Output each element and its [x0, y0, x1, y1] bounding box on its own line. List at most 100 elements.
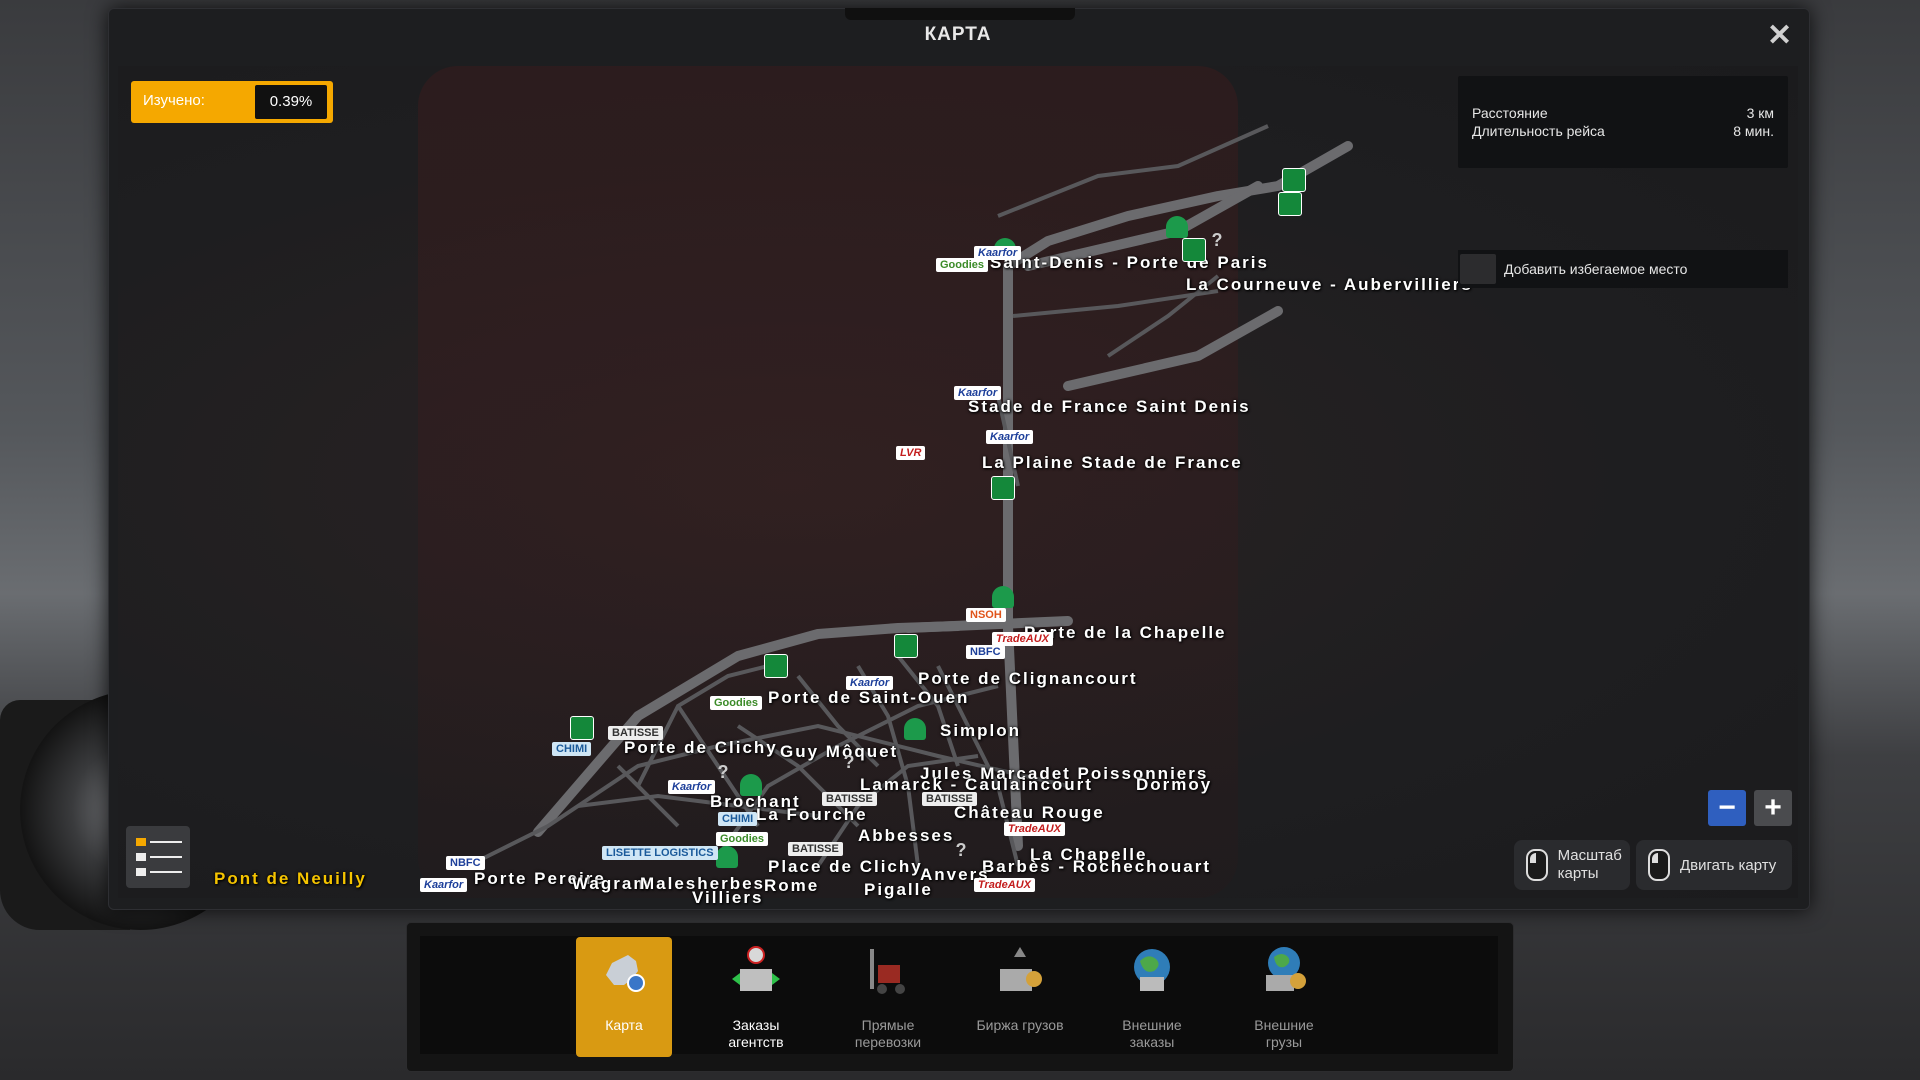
- city-label: Villiers: [692, 888, 764, 907]
- city-label: Brochant: [710, 792, 801, 811]
- city-label: Porte de Saint-Ouen: [768, 688, 970, 707]
- dock-agency-orders-button[interactable]: Заказы агентств: [708, 937, 804, 1057]
- company-logo[interactable]: BATISSE: [922, 792, 977, 806]
- garage-icon[interactable]: [764, 654, 788, 678]
- company-depot-icon[interactable]: [1166, 216, 1188, 238]
- avoid-checkbox[interactable]: [1460, 254, 1496, 284]
- city-label: Lamarck - Caulaincourt: [860, 775, 1093, 794]
- company-logo[interactable]: Kaarfor: [974, 246, 1022, 260]
- city-label: Dormoy: [1136, 775, 1213, 794]
- city-label: Porte Pereire: [474, 869, 606, 888]
- map-view[interactable]: [118, 66, 1798, 898]
- company-logo[interactable]: Kaarfor: [954, 386, 1002, 400]
- zoom-hint-label: Масштаб карты: [1557, 847, 1622, 882]
- unknown-location-icon[interactable]: ?: [717, 762, 729, 782]
- dock-direct-freight-button[interactable]: Прямые перевозки: [840, 937, 936, 1057]
- company-depot-icon[interactable]: [716, 846, 738, 868]
- add-avoid-location-button[interactable]: Добавить избегаемое место: [1458, 250, 1788, 288]
- zoom-out-button[interactable]: −: [1708, 790, 1746, 826]
- company-logo[interactable]: TradeAUX: [992, 632, 1053, 646]
- garage-icon[interactable]: [1282, 168, 1306, 192]
- company-logo[interactable]: NBFC: [966, 645, 1005, 659]
- dock-freight-market-button[interactable]: Биржа грузов: [972, 937, 1068, 1057]
- company-logo[interactable]: NSOH: [966, 608, 1006, 622]
- company-logo[interactable]: CHIMI: [552, 742, 592, 756]
- dock-label: Внешние грузы: [1254, 1017, 1314, 1050]
- city-label: Abbesses: [858, 826, 955, 845]
- company-logo[interactable]: Kaarfor: [420, 878, 468, 892]
- explored-label: Изучено:: [143, 92, 205, 109]
- company-logo[interactable]: LVR: [896, 446, 926, 460]
- mouse-wheel-icon: [1526, 849, 1548, 881]
- company-logo[interactable]: BATISSE: [788, 842, 843, 856]
- city-label: La Plaine Stade de France: [982, 453, 1243, 472]
- dock-label: Заказы агентств: [728, 1017, 784, 1050]
- distance-label: Расстояние: [1472, 105, 1548, 121]
- company-logo[interactable]: LISETTE LOGISTICS: [602, 846, 718, 860]
- company-logo[interactable]: Kaarfor: [846, 676, 894, 690]
- city-label: Simplon: [940, 721, 1022, 740]
- city-label: Château Rouge: [954, 803, 1105, 822]
- city-label: Wagram: [572, 874, 651, 893]
- garage-icon[interactable]: [1182, 238, 1206, 262]
- city-label: Pont de Neuilly: [214, 869, 367, 888]
- garage-icon[interactable]: [894, 634, 918, 658]
- company-depot-icon[interactable]: [904, 718, 926, 740]
- dock-label: Карта: [605, 1017, 643, 1033]
- explored-value: 0.39%: [255, 85, 327, 119]
- explored-badge: Изучено: 0.39%: [131, 81, 333, 123]
- zoom-hint: Масштаб карты: [1514, 840, 1630, 890]
- city-label: Malesherbes: [640, 874, 765, 893]
- company-logo[interactable]: Kaarfor: [668, 780, 716, 794]
- company-logo[interactable]: TradeAUX: [974, 878, 1035, 892]
- distance-value: 3 км: [1746, 105, 1774, 121]
- city-label: Guy Môquet: [780, 742, 899, 761]
- unknown-location-icon[interactable]: ?: [843, 752, 855, 772]
- city-label: Porte de Clignancourt: [918, 669, 1138, 688]
- garage-icon[interactable]: [1278, 192, 1302, 216]
- duration-label: Длительность рейса: [1472, 123, 1605, 139]
- city-label: Barbès - Rochechouart: [982, 857, 1212, 876]
- city-label: Stade de France Saint Denis: [968, 397, 1251, 416]
- unknown-location-icon[interactable]: ?: [1211, 230, 1223, 250]
- avoid-label: Добавить избегаемое место: [1504, 261, 1688, 277]
- mouse-left-icon: [1648, 849, 1670, 881]
- company-logo[interactable]: Goodies: [936, 258, 989, 272]
- distance-row: Расстояние 3 км: [1472, 105, 1774, 121]
- company-logo[interactable]: NBFC: [446, 856, 485, 870]
- dock-map-button[interactable]: Карта: [576, 937, 672, 1057]
- company-logo[interactable]: BATISSE: [822, 792, 877, 806]
- move-hint: Двигать карту: [1636, 840, 1792, 890]
- duration-value: 8 мин.: [1733, 123, 1774, 139]
- dock-external-orders-button[interactable]: Внешние заказы: [1104, 937, 1200, 1057]
- company-logo[interactable]: Kaarfor: [986, 430, 1034, 444]
- city-label: Rome: [764, 876, 820, 895]
- map-legend-button[interactable]: [126, 826, 190, 888]
- legend-icon: [136, 838, 146, 846]
- europe-map-icon: [606, 955, 645, 992]
- city-label: La Fourche: [756, 805, 868, 824]
- company-depot-icon[interactable]: [740, 774, 762, 796]
- garage-icon[interactable]: [991, 476, 1015, 500]
- company-logo[interactable]: Goodies: [710, 696, 763, 710]
- city-label: Pigalle: [864, 880, 933, 899]
- company-logo[interactable]: TradeAUX: [1004, 822, 1065, 836]
- company-logo[interactable]: CHIMI: [718, 812, 758, 826]
- map-background-shade: [418, 66, 1238, 898]
- close-icon[interactable]: ✕: [1767, 19, 1793, 52]
- city-label: La Chapelle: [1030, 845, 1148, 864]
- company-depot-icon[interactable]: [992, 586, 1014, 608]
- route-info-panel: Расстояние 3 км Длительность рейса 8 мин…: [1458, 76, 1788, 168]
- city-label: La Courneuve - Aubervilliers: [1186, 275, 1473, 294]
- zoom-in-button[interactable]: +: [1754, 790, 1792, 826]
- unknown-location-icon[interactable]: ?: [955, 840, 967, 860]
- agency-orders-icon: [732, 946, 780, 991]
- company-logo[interactable]: Goodies: [716, 832, 769, 846]
- window-title: КАРТА: [924, 24, 992, 45]
- dock-label: Биржа грузов: [976, 1017, 1064, 1033]
- city-label: Anvers: [920, 865, 990, 884]
- garage-icon[interactable]: [570, 716, 594, 740]
- company-logo[interactable]: BATISSE: [608, 726, 663, 740]
- globe-orders-icon: [1134, 949, 1170, 991]
- dock-external-cargo-button[interactable]: Внешние грузы: [1236, 937, 1332, 1057]
